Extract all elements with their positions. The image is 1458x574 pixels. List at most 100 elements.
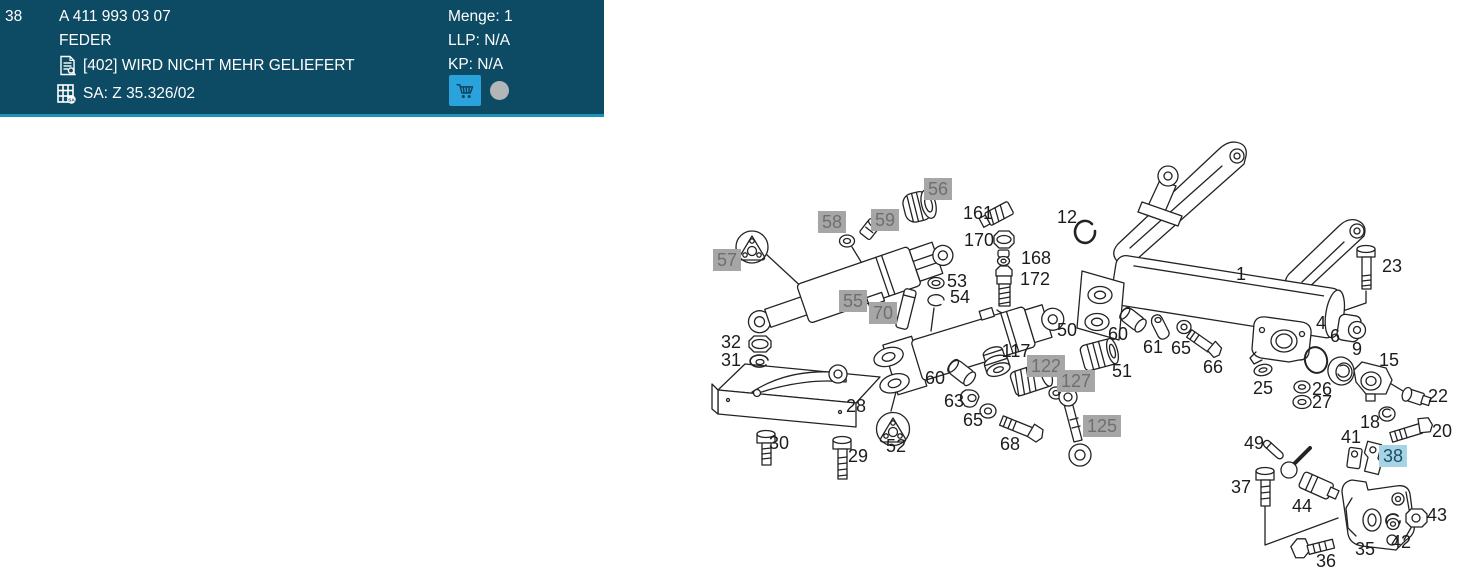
part-label-172[interactable]: 172	[1019, 269, 1051, 289]
part-sa: SA: Z 35.326/02	[83, 85, 196, 102]
part-label-42[interactable]: 42	[1390, 532, 1412, 552]
part-label-56[interactable]: 56	[923, 178, 953, 200]
sa-table-icon: SA	[57, 84, 76, 104]
part-label-161[interactable]: 161	[962, 203, 994, 223]
part-label-25[interactable]: 25	[1252, 378, 1274, 398]
part-66-drawing	[1185, 329, 1223, 359]
part-kp: KP: N/A	[448, 56, 504, 73]
part-170-drawing	[993, 230, 1015, 249]
part-172-drawing	[995, 265, 1013, 326]
part-label-35[interactable]: 35	[1354, 539, 1376, 559]
part-name: FEDER	[59, 32, 112, 49]
part-label-23[interactable]: 23	[1381, 256, 1403, 276]
part-22-drawing	[1401, 386, 1432, 407]
part-161-drawing	[978, 201, 1014, 228]
part-label-12[interactable]: 12	[1056, 207, 1078, 227]
add-to-cart-button[interactable]	[449, 75, 481, 106]
part-label-37[interactable]: 37	[1230, 477, 1252, 497]
part-20-drawing	[1389, 417, 1434, 443]
part-label-51[interactable]: 51	[1111, 361, 1133, 381]
cart-icon	[456, 83, 474, 98]
part-label-168[interactable]: 168	[1020, 248, 1052, 268]
part-label-50[interactable]: 50	[1056, 320, 1078, 340]
part-32-drawing	[748, 335, 772, 353]
part-label-38-selected[interactable]: 38	[1378, 445, 1408, 467]
part-note-row: [402] WIRD NICHT MEHR GELIEFERT	[59, 55, 355, 76]
part-43-drawing	[1405, 508, 1428, 528]
availability-dot	[490, 81, 509, 100]
part-53-54-drawing	[927, 276, 945, 307]
part-label-32[interactable]: 32	[720, 332, 742, 352]
part-label-44[interactable]: 44	[1291, 496, 1313, 516]
part-label-54[interactable]: 54	[949, 287, 971, 307]
part-label-117[interactable]: 117	[1001, 341, 1031, 361]
part-28-drawing	[711, 363, 881, 428]
part-label-26[interactable]: 26	[1311, 379, 1333, 399]
part-37-drawing	[1255, 466, 1275, 507]
part-label-1[interactable]: 1	[1235, 264, 1247, 284]
part-65-drawing	[979, 403, 997, 419]
part-label-65[interactable]: 65	[1170, 338, 1192, 358]
part-label-57[interactable]: 57	[712, 249, 742, 271]
part-label-9[interactable]: 9	[1351, 339, 1363, 359]
part-label-59[interactable]: 59	[870, 209, 900, 231]
part-label-60[interactable]: 60	[924, 368, 946, 388]
part-label-28[interactable]: 28	[845, 396, 867, 416]
part-18-drawing	[1378, 406, 1396, 422]
part-label-15[interactable]: 15	[1378, 350, 1400, 370]
part-51-drawing	[1079, 337, 1120, 372]
part-50-drawing	[873, 304, 1065, 396]
part-label-127[interactable]: 127	[1056, 370, 1096, 392]
part-label-36[interactable]: 36	[1315, 551, 1337, 571]
part-label-18[interactable]: 18	[1359, 412, 1381, 432]
part-label-6[interactable]: 6	[1329, 326, 1341, 346]
part-12-drawing	[1073, 219, 1097, 245]
part-label-30[interactable]: 30	[768, 433, 790, 453]
part-label-20[interactable]: 20	[1431, 421, 1453, 441]
part-label-31[interactable]: 31	[720, 350, 742, 370]
part-llp: LLP: N/A	[448, 32, 511, 49]
part-26-drawing	[1293, 380, 1311, 394]
part-68-drawing	[998, 415, 1044, 443]
document-search-icon	[60, 55, 76, 76]
part-70-drawing	[895, 288, 917, 330]
part-label-61[interactable]: 61	[1142, 337, 1164, 357]
part-label-4[interactable]: 4	[1315, 313, 1327, 333]
part-label-170[interactable]: 170	[963, 230, 995, 250]
part-60-drawing	[947, 358, 977, 387]
part-label-122[interactable]: 122	[1026, 355, 1066, 377]
part-label-52[interactable]: 52	[885, 436, 907, 456]
part-label-41[interactable]: 41	[1340, 427, 1362, 447]
part-label-27[interactable]: 27	[1311, 392, 1333, 412]
part-29-drawing	[832, 435, 852, 480]
part-52-drawing	[875, 411, 911, 447]
part-60-drawing	[1119, 306, 1147, 333]
part-label-60[interactable]: 60	[1107, 324, 1129, 344]
part-label-70[interactable]: 70	[868, 302, 898, 324]
part-label-55[interactable]: 55	[838, 290, 868, 312]
part-label-53[interactable]: 53	[946, 271, 968, 291]
part-6-drawing	[1303, 346, 1329, 374]
part-label-43[interactable]: 43	[1426, 505, 1448, 525]
part-label-65[interactable]: 65	[962, 410, 984, 430]
part-label-49[interactable]: 49	[1243, 433, 1265, 453]
part-42-drawing	[1385, 513, 1401, 531]
part-117-drawing	[982, 346, 1011, 378]
part-49-drawing	[1262, 439, 1284, 460]
part-info-panel: 38 A 411 993 03 07 FEDER [402] WIRD NICH…	[0, 0, 604, 117]
part-label-22[interactable]: 22	[1427, 386, 1449, 406]
part-44-drawing	[1280, 446, 1340, 500]
part-label-66[interactable]: 66	[1202, 357, 1224, 377]
part-label-58[interactable]: 58	[817, 211, 847, 233]
part-label-125[interactable]: 125	[1082, 415, 1122, 437]
part-15-drawing	[1353, 361, 1393, 402]
part-63-drawing	[959, 389, 980, 408]
part-label-68[interactable]: 68	[999, 434, 1021, 454]
part-9-drawing	[1327, 356, 1355, 386]
part-label-29[interactable]: 29	[847, 446, 869, 466]
part-sa-row: SA SA: Z 35.326/02	[57, 84, 195, 104]
part-label-63[interactable]: 63	[943, 391, 965, 411]
svg-text:SA: SA	[68, 97, 75, 103]
part-23-drawing	[1356, 244, 1376, 290]
